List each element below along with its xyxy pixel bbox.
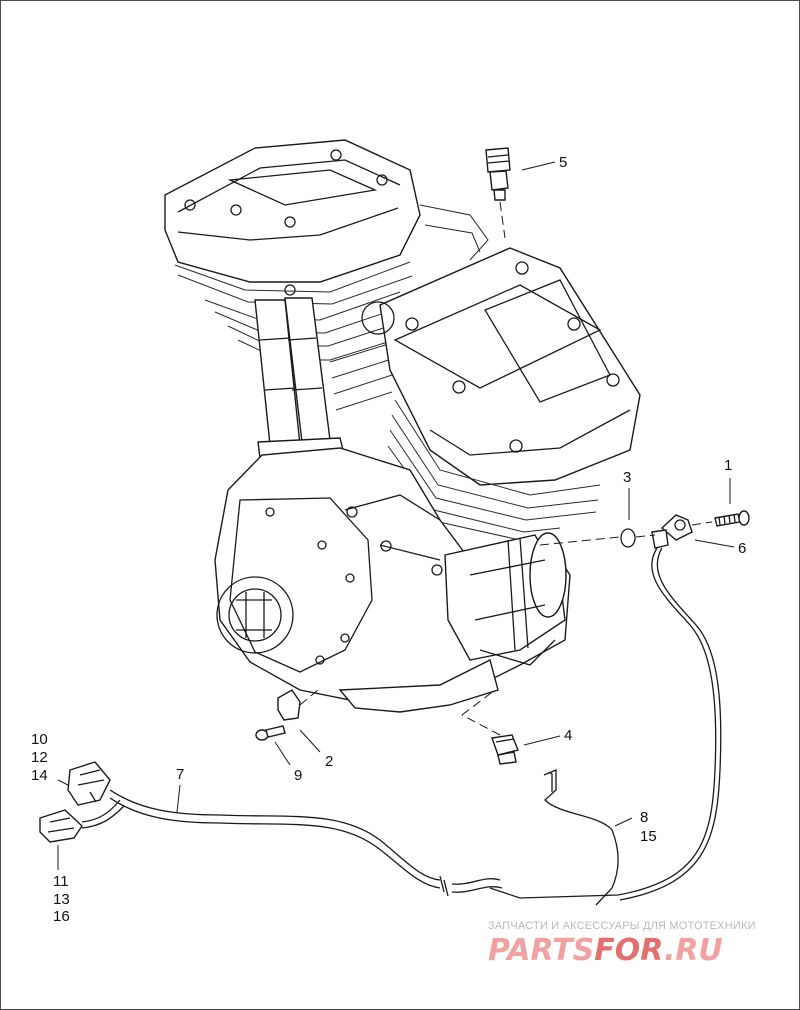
callout-5: 5: [559, 154, 567, 171]
front-rocker-cover: [361, 247, 641, 486]
part-6-sensor: [651, 514, 693, 549]
callout-9: 9: [294, 767, 302, 784]
watermark-tagline: ЗАПЧАСТИ И АКСЕССУАРЫ ДЛЯ МОТОТЕХНИКИ: [488, 920, 756, 932]
callout-7: 7: [176, 766, 184, 783]
watermark: ЗАПЧАСТИ И АКСЕССУАРЫ ДЛЯ МОТОТЕХНИКИ PA…: [488, 920, 756, 968]
starter-motor: [444, 532, 567, 666]
callout-3: 3: [623, 469, 631, 486]
callout-2: 2: [325, 753, 333, 770]
callout-11: 11: [53, 873, 69, 890]
watermark-logo: PARTSFOR.RU: [488, 933, 723, 968]
callout-4: 4: [564, 727, 572, 744]
rear-rocker-cover: [164, 139, 421, 296]
oil-pan-area: [338, 658, 499, 713]
watermark-logo-parts: PARTS: [488, 933, 594, 968]
part-3-o-ring: [620, 528, 636, 548]
callout-10: 10: [31, 731, 48, 748]
callout-1: 1: [724, 457, 732, 474]
pushrod-tubes: [254, 297, 349, 475]
part-8-wire: [543, 769, 619, 906]
watermark-logo-for: FOR: [594, 933, 664, 968]
callout-6: 6: [738, 540, 746, 557]
callout-labels: 1 2 3 4 5 6 7 8 9 10 12 14 11 13 16 15: [31, 154, 746, 925]
part-7-wiring-harness: [39, 761, 503, 897]
callout-15: 15: [640, 828, 657, 845]
part-2-clip: [277, 689, 319, 721]
sensor-cable: [489, 547, 717, 899]
watermark-logo-ru: .RU: [664, 933, 723, 968]
callout-16: 16: [53, 908, 70, 925]
callout-14: 14: [31, 767, 48, 784]
callout-8: 8: [640, 809, 648, 826]
part-5-oil-pressure-sender: [485, 147, 511, 239]
part-9-bolt: [255, 725, 286, 741]
leader-lines: [57, 161, 735, 870]
callout-12: 12: [31, 749, 48, 766]
part-4-neutral-switch: [461, 689, 519, 765]
engine-assembly: [164, 139, 641, 713]
part-1-screw: [714, 510, 750, 527]
callout-13: 13: [53, 891, 70, 908]
